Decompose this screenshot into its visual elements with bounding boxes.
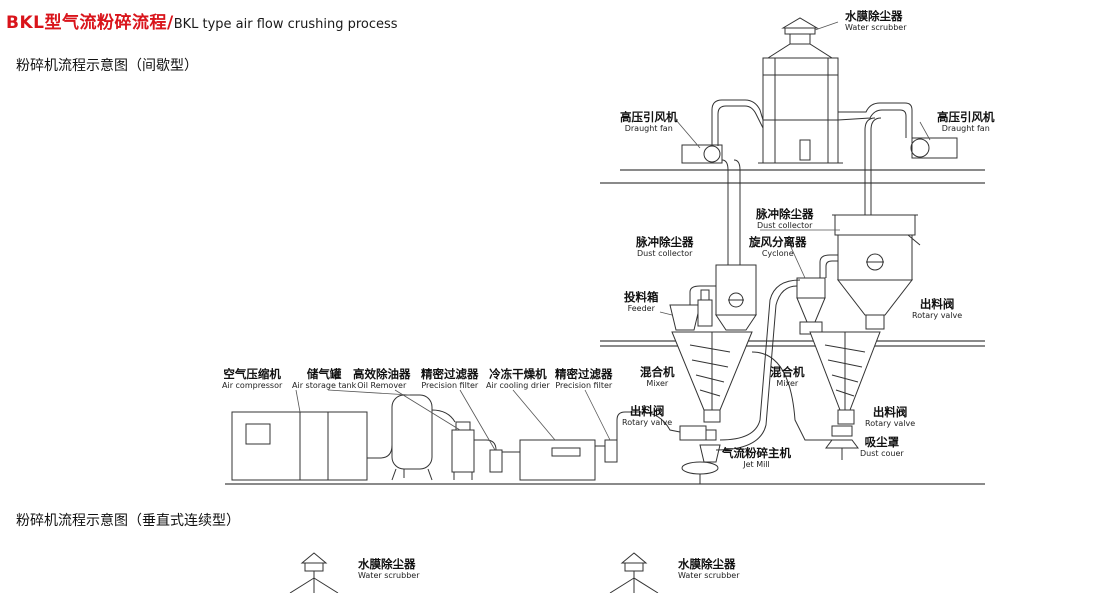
floor-lines (225, 169, 985, 485)
air-storage-tank (367, 394, 433, 481)
feeder (669, 285, 716, 331)
dust-cover-unit (825, 425, 859, 460)
subtitle-continuous: 粉碎机流程示意图（垂直式连续型） (16, 513, 240, 529)
precision-filter-1 (474, 439, 503, 473)
draught-fan-right (837, 102, 958, 159)
dust-collector-right (832, 214, 921, 330)
draught-fan-left (681, 99, 764, 164)
water-scrubber-bottom-1 (289, 552, 339, 593)
oil-remover (431, 409, 475, 480)
air-compressor (231, 411, 368, 481)
leader-lines (295, 21, 931, 451)
duct-left (721, 159, 741, 265)
precision-filter-2 (595, 411, 681, 463)
jet-mill (679, 425, 721, 484)
page-title: BKL型气流粉碎流程/BKL type air flow crushing pr… (6, 8, 398, 33)
dust-collector-left (715, 264, 757, 331)
duct-right (864, 117, 882, 215)
mixer-right (809, 331, 881, 425)
subtitle-intermittent: 粉碎机流程示意图（间歇型） (16, 58, 198, 74)
title-zh: BKL型气流粉碎流程/ (6, 13, 174, 33)
water-scrubber-top (758, 17, 843, 164)
mixer-left (671, 331, 753, 423)
air-cooling-drier (502, 439, 596, 481)
conveying-pipes (715, 279, 835, 451)
cyclone (796, 254, 865, 335)
water-scrubber-bottom-2 (609, 552, 659, 593)
title-en: BKL type air flow crushing process (173, 17, 398, 32)
